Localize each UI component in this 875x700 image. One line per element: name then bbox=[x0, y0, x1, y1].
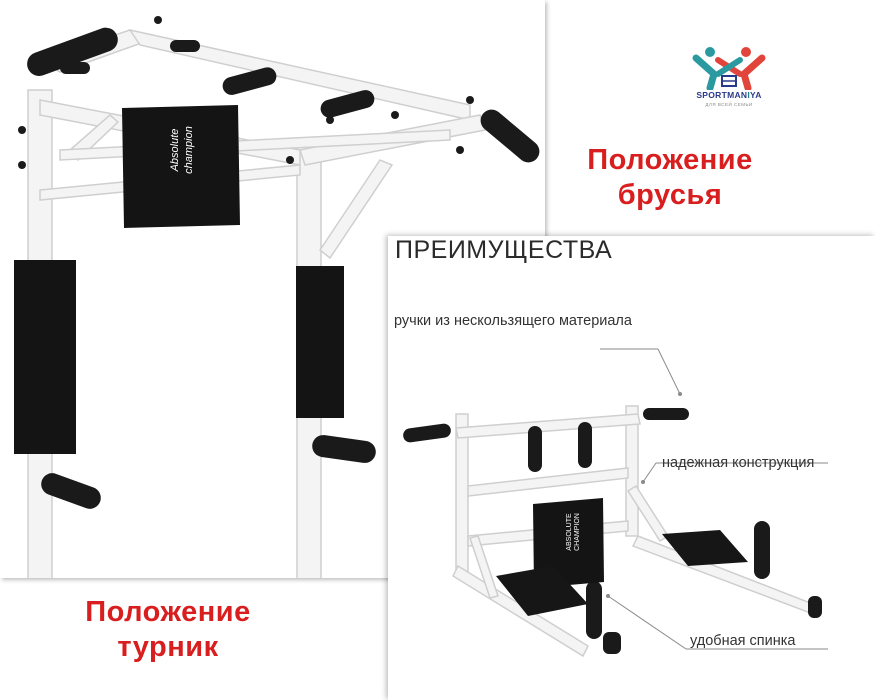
svg-text:Absolute: Absolute bbox=[169, 129, 181, 173]
feature-construction-label: надежная конструкция bbox=[662, 455, 815, 471]
pullup-position-title: Положение турник bbox=[85, 596, 251, 663]
feature-handles-label: ручки из нескользящего материала bbox=[394, 313, 632, 329]
grip-top-right bbox=[480, 109, 540, 163]
arm-pad-right-bars bbox=[662, 530, 748, 566]
arm-pad-left-bars bbox=[496, 566, 588, 616]
svg-text:CHAMPION: CHAMPION bbox=[574, 513, 581, 551]
logo-tagline: ДЛЯ ВСЕЙ СЕМЬИ bbox=[705, 102, 753, 107]
grip-top-left bbox=[27, 27, 118, 76]
bar-grip-left bbox=[403, 423, 451, 443]
svg-text:champion: champion bbox=[183, 126, 195, 174]
brand-logo: SPORTMANIYA ДЛЯ ВСЕЙ СЕМЬИ bbox=[688, 44, 770, 128]
feature-backrest-label: удобная спинка bbox=[690, 633, 796, 649]
logo-wordmark: SPORTMANIYA bbox=[696, 90, 762, 100]
svg-text:ABSOLUTE: ABSOLUTE bbox=[566, 513, 573, 551]
bars-frame-illustration: ABSOLUTE CHAMPION bbox=[403, 348, 828, 658]
arm-pad-left bbox=[14, 260, 76, 454]
arm-pad-right bbox=[296, 266, 344, 418]
bars-position-title: Положение брусья bbox=[587, 144, 753, 211]
logo-figures-icon bbox=[692, 47, 766, 90]
advantages-heading: ПРЕИМУЩЕСТВА bbox=[395, 236, 613, 264]
advantages-panel: ABSOLUTE CHAMPION bbox=[388, 236, 875, 700]
pullup-frame-illustration: Absolute champion bbox=[14, 16, 540, 578]
bars-back-pad: ABSOLUTE CHAMPION bbox=[533, 498, 604, 588]
back-pad: Absolute champion bbox=[122, 105, 240, 228]
